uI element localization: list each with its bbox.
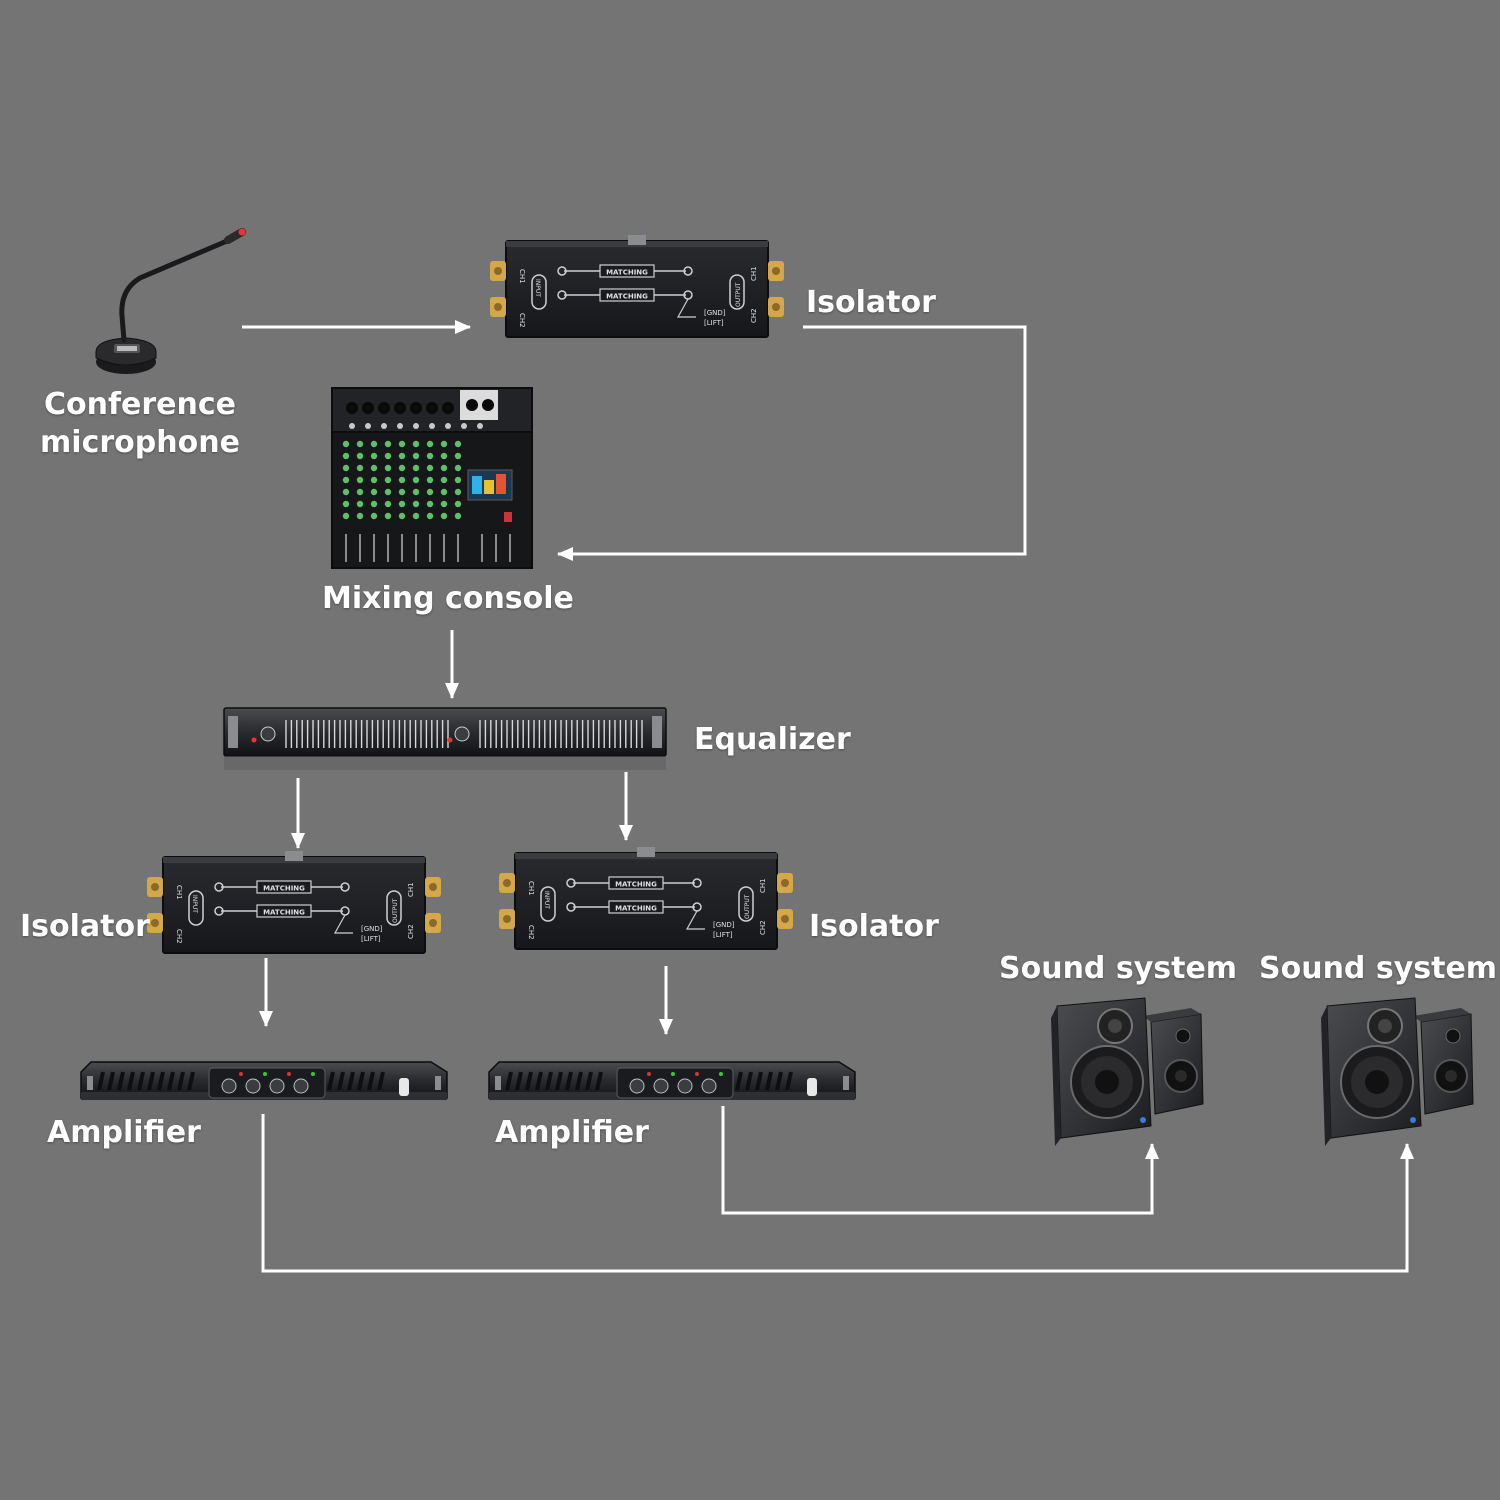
mixer-knob — [370, 512, 378, 520]
mixer-knob — [342, 476, 350, 484]
mixer-knob — [384, 512, 392, 520]
mixer-knob — [370, 476, 378, 484]
mixer-knob — [454, 476, 462, 484]
mixer-knob — [384, 440, 392, 448]
mixer-knob — [426, 512, 434, 520]
mixer-knob — [342, 452, 350, 460]
mixer-knob — [342, 464, 350, 472]
mixer-knob — [440, 464, 448, 472]
mixer-knob — [384, 464, 392, 472]
label-sound-system-left: Sound system — [999, 951, 1238, 986]
mixer-knob — [440, 488, 448, 496]
mixer-knob — [384, 500, 392, 508]
label-microphone-line1: Conference — [43, 387, 236, 422]
mixer-knob — [426, 440, 434, 448]
mixer-knob — [440, 452, 448, 460]
mixer-knob — [342, 488, 350, 496]
mixer-knob — [398, 488, 406, 496]
mixing-console-icon — [331, 387, 533, 569]
mixer-knob — [440, 476, 448, 484]
mixer-knob — [426, 452, 434, 460]
mixer-knob — [370, 440, 378, 448]
mixer-knob — [412, 512, 420, 520]
mixer-knob — [356, 500, 364, 508]
mixer-knob — [454, 440, 462, 448]
mixer-knob — [412, 500, 420, 508]
mixer-knob — [356, 452, 364, 460]
label-sound-system-right: Sound system — [1259, 951, 1498, 986]
mixer-knob — [426, 476, 434, 484]
mixer-knob — [384, 452, 392, 460]
mixer-knob — [426, 464, 434, 472]
isolator-right-icon — [498, 846, 794, 950]
mixer-knob — [440, 440, 448, 448]
label-equalizer: Equalizer — [694, 722, 851, 757]
mixer-knob — [356, 476, 364, 484]
amplifier-left-icon — [79, 1060, 449, 1102]
mixer-knob — [412, 440, 420, 448]
mixer-knob — [384, 476, 392, 484]
mixer-knob — [342, 500, 350, 508]
equalizer-icon — [223, 707, 667, 770]
gooseneck-microphone-icon — [95, 228, 246, 374]
isolator-left-icon — [146, 850, 442, 954]
label-isolator-left: Isolator — [20, 909, 150, 944]
label-isolator-right: Isolator — [809, 909, 939, 944]
mixer-knob — [454, 512, 462, 520]
label-isolator-top: Isolator — [806, 285, 936, 320]
line-isolator-to-mixer — [557, 325, 1027, 561]
connector-lines — [242, 320, 1414, 1273]
label-amplifier-right: Amplifier — [495, 1115, 649, 1150]
mixer-knob — [426, 488, 434, 496]
mixer-knob — [342, 512, 350, 520]
mixer-knob — [412, 452, 420, 460]
mixer-knob — [426, 500, 434, 508]
label-amplifier-left: Amplifier — [47, 1115, 201, 1150]
mixer-knob — [370, 488, 378, 496]
mixer-knob — [356, 488, 364, 496]
mixer-knob — [454, 500, 462, 508]
line-amp-right-to-speaker-left — [721, 1106, 1159, 1215]
mixer-knob — [454, 488, 462, 496]
mixer-knob — [384, 488, 392, 496]
amplifier-right-icon — [487, 1060, 857, 1102]
mixer-knob — [454, 464, 462, 472]
mixer-knob — [398, 476, 406, 484]
mixer-knob — [370, 452, 378, 460]
mixer-knob — [356, 512, 364, 520]
mixer-knob — [412, 476, 420, 484]
mixer-knob — [398, 440, 406, 448]
speaker-left-icon — [1050, 997, 1204, 1147]
mixer-knob — [412, 464, 420, 472]
mixer-knob — [342, 440, 350, 448]
mixer-knob — [440, 512, 448, 520]
label-mixing-console: Mixing console — [322, 581, 574, 616]
mixer-knob — [398, 500, 406, 508]
isolator-top-icon — [489, 234, 785, 338]
mixer-knob — [370, 464, 378, 472]
label-conference-microphone: Conference microphone — [30, 386, 250, 462]
mixer-knob — [440, 500, 448, 508]
mixer-knob — [454, 452, 462, 460]
mixer-knob — [356, 440, 364, 448]
mixer-knob — [412, 488, 420, 496]
mixer-knob — [356, 464, 364, 472]
line-amp-left-to-speaker-right — [261, 1114, 1414, 1273]
mixer-knob — [398, 464, 406, 472]
mixer-knob — [370, 500, 378, 508]
mixer-knob — [398, 512, 406, 520]
mixer-knob — [398, 452, 406, 460]
speaker-right-icon — [1320, 997, 1474, 1147]
label-microphone-line2: microphone — [40, 425, 240, 460]
